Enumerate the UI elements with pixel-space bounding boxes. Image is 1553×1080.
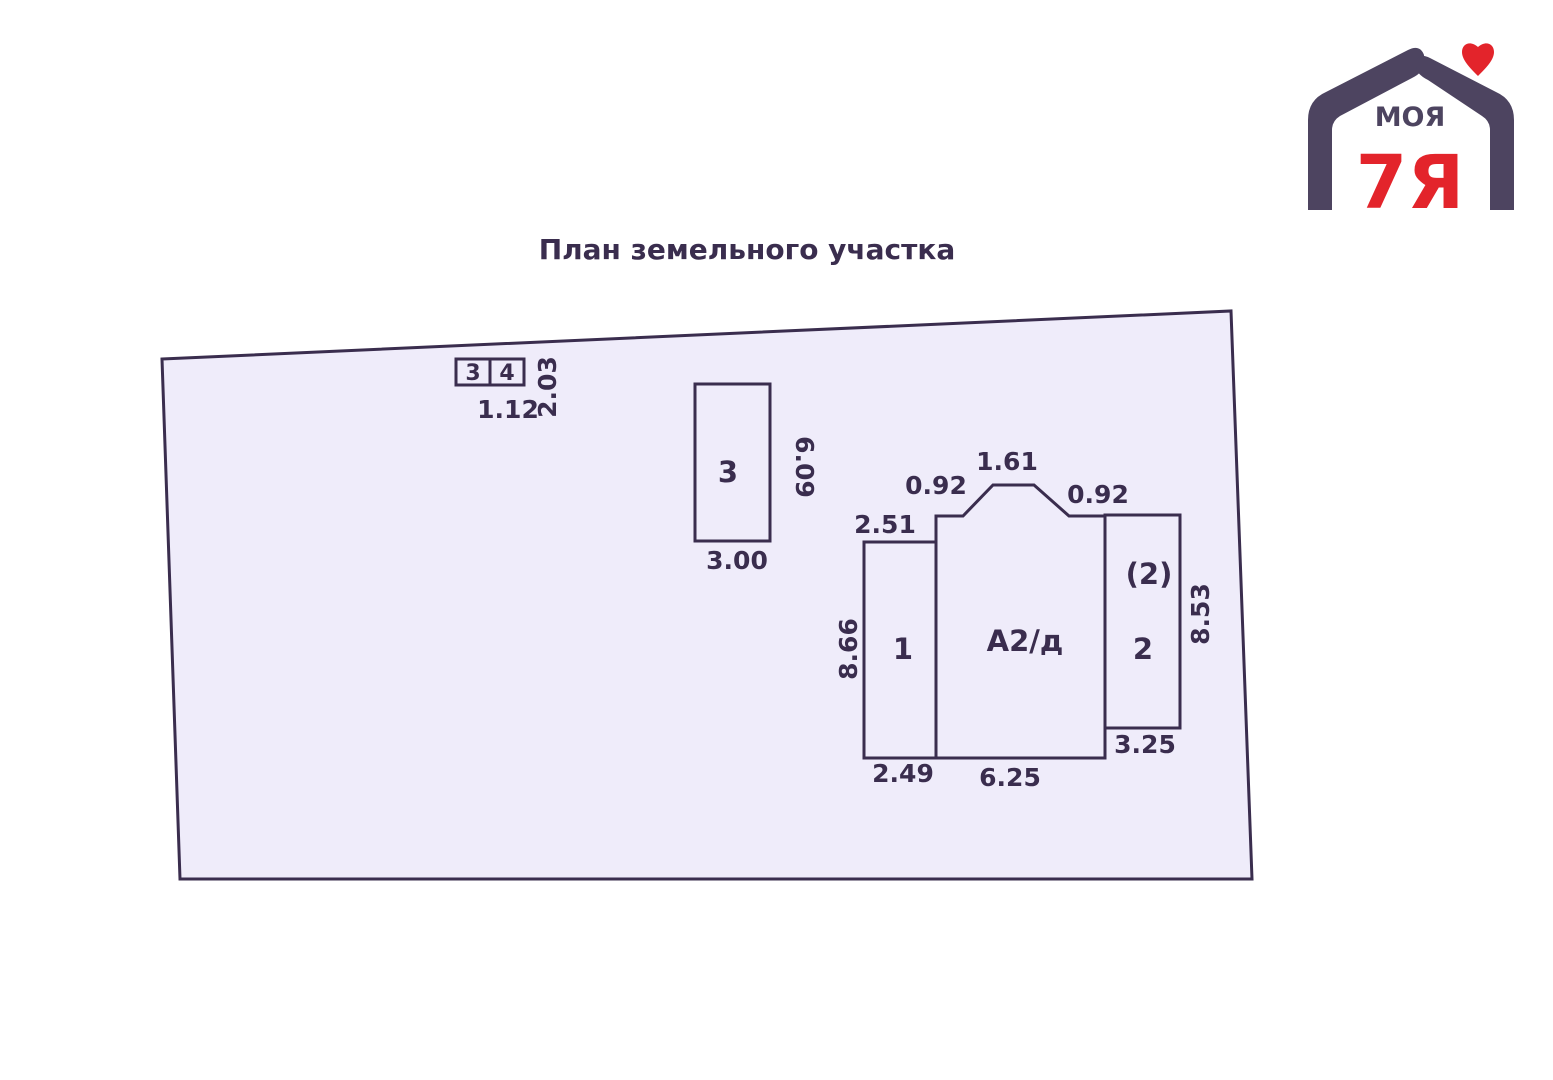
plan-title: План земельного участка (539, 233, 956, 266)
dim-house-top: 1.61 (976, 447, 1038, 476)
logo-roof-right (1416, 55, 1514, 210)
building-3-label: 3 (718, 455, 738, 489)
dim-building-3-height: 6.09 (790, 436, 819, 498)
building-3-outline (693, 382, 772, 543)
small-building-cell-4: 4 (499, 361, 514, 386)
building-2-outline (1103, 513, 1182, 730)
dim-building-1-side: 8.66 (834, 618, 863, 680)
dim-building-2-side: 8.53 (1186, 583, 1215, 645)
building-3: 3 6.09 3.00 (693, 382, 819, 575)
logo-word: МОЯ (1375, 102, 1446, 133)
logo-roof-left (1308, 47, 1424, 210)
dim-house-top-left: 0.92 (905, 471, 967, 500)
dim-small-width: 1.12 (477, 395, 539, 424)
dim-building-1-top: 2.51 (854, 510, 916, 539)
small-building-cell-3: 3 (465, 361, 480, 386)
brand-logo: МОЯ 7Я (1308, 43, 1514, 226)
dim-small-height: 2.03 (533, 356, 562, 418)
building-1: 1 2.51 8.66 2.49 (834, 510, 938, 788)
building-2-sub-label: (2) (1126, 557, 1173, 591)
main-house-label: А2/д (987, 624, 1064, 658)
land-parcel-outline (160, 309, 1254, 881)
building-2-label: 2 (1133, 632, 1153, 666)
dim-house-bottom: 6.25 (979, 763, 1041, 792)
dim-building-3-width: 3.00 (706, 546, 768, 575)
building-2: (2) 2 8.53 3.25 (1103, 513, 1215, 759)
heart-icon (1462, 43, 1494, 76)
logo-mark: 7Я (1356, 140, 1464, 226)
small-building-3-4: 3 4 1.12 2.03 (454, 356, 562, 424)
dim-house-top-right: 0.92 (1067, 480, 1129, 509)
dim-building-1-bottom: 2.49 (872, 759, 934, 788)
building-1-label: 1 (893, 632, 913, 666)
dim-building-2-bottom: 3.25 (1114, 730, 1176, 759)
